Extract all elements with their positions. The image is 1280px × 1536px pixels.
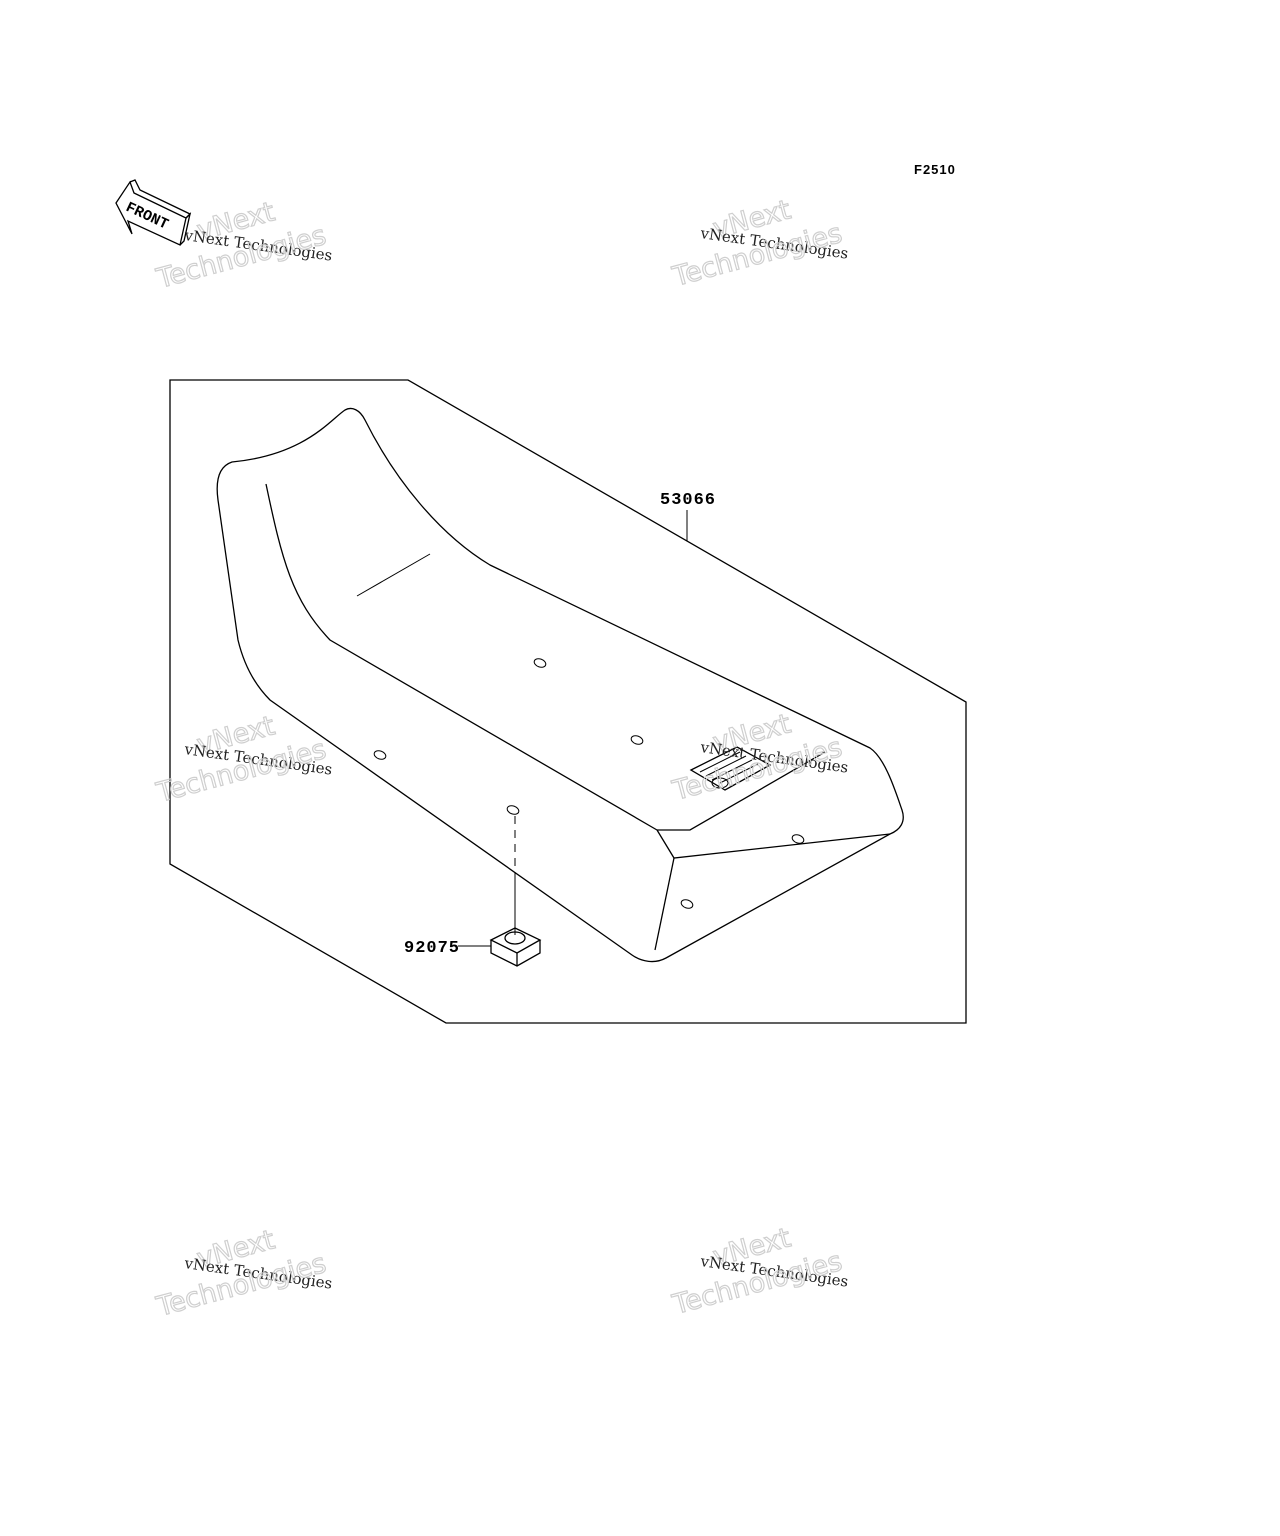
watermark-bottom-left: vNext vNext Technologies Technologies <box>152 1224 333 1324</box>
clip-illustration <box>489 927 542 967</box>
seat-illustration <box>216 407 904 963</box>
watermark-top-left: vNext vNext Technologies Technologies <box>152 196 333 296</box>
part-number-53066: 53066 <box>660 491 716 510</box>
watermark-mid-right: vNext vNext Technologies Technologies <box>668 708 849 808</box>
front-arrow-icon: FRONT <box>115 179 192 246</box>
assembly-frame <box>169 379 967 1024</box>
part-number-92075: 92075 <box>404 939 460 958</box>
figure-code: F2510 <box>914 162 956 177</box>
watermark-top-right: vNext vNext Technologies Technologies <box>668 194 849 294</box>
watermark-bottom-right: vNext vNext Technologies Technologies <box>668 1222 849 1322</box>
seat-logo-plate <box>689 746 772 791</box>
